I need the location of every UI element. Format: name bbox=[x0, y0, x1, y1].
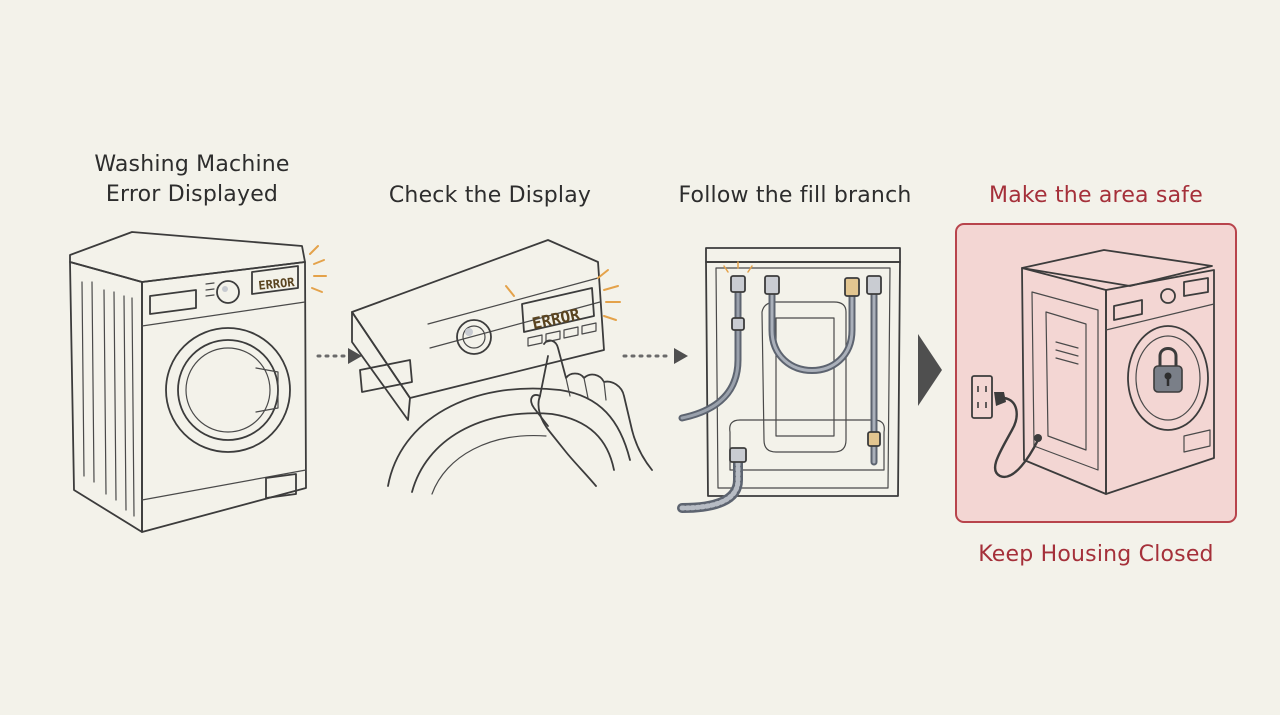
pointing-hand-icon bbox=[530, 339, 653, 487]
alert-rays-closeup bbox=[505, 269, 621, 321]
arrow-right-icon bbox=[316, 348, 362, 364]
step4-title: Make the area safe bbox=[989, 183, 1203, 208]
control-panel-closeup bbox=[351, 239, 631, 495]
washing-machine-icon bbox=[1021, 249, 1215, 495]
wall-outlet-icon bbox=[971, 375, 1042, 479]
step1-title-line1: Washing Machine bbox=[94, 152, 290, 177]
hose-icon bbox=[677, 261, 882, 513]
step3-title: Follow the fill branch bbox=[678, 183, 912, 208]
step1-title-line2: Error Displayed bbox=[105, 182, 279, 207]
step1-title: Washing Machine Error Displayed bbox=[72, 150, 312, 210]
error-display: ERROR bbox=[251, 265, 299, 295]
step2-title: Check the Display bbox=[388, 183, 592, 208]
step4-caption: Keep Housing Closed bbox=[978, 542, 1214, 567]
error-display-text: ERROR bbox=[258, 275, 296, 293]
error-display-closeup: ERROR bbox=[521, 287, 595, 334]
padlock-icon bbox=[1153, 347, 1183, 393]
safety-panel bbox=[955, 223, 1237, 523]
alert-rays bbox=[309, 245, 327, 293]
washing-machine-icon bbox=[69, 231, 307, 533]
arrow-right-icon bbox=[622, 348, 688, 364]
arrow-right-icon bbox=[918, 334, 942, 406]
error-display-closeup-text: ERROR bbox=[530, 305, 581, 334]
